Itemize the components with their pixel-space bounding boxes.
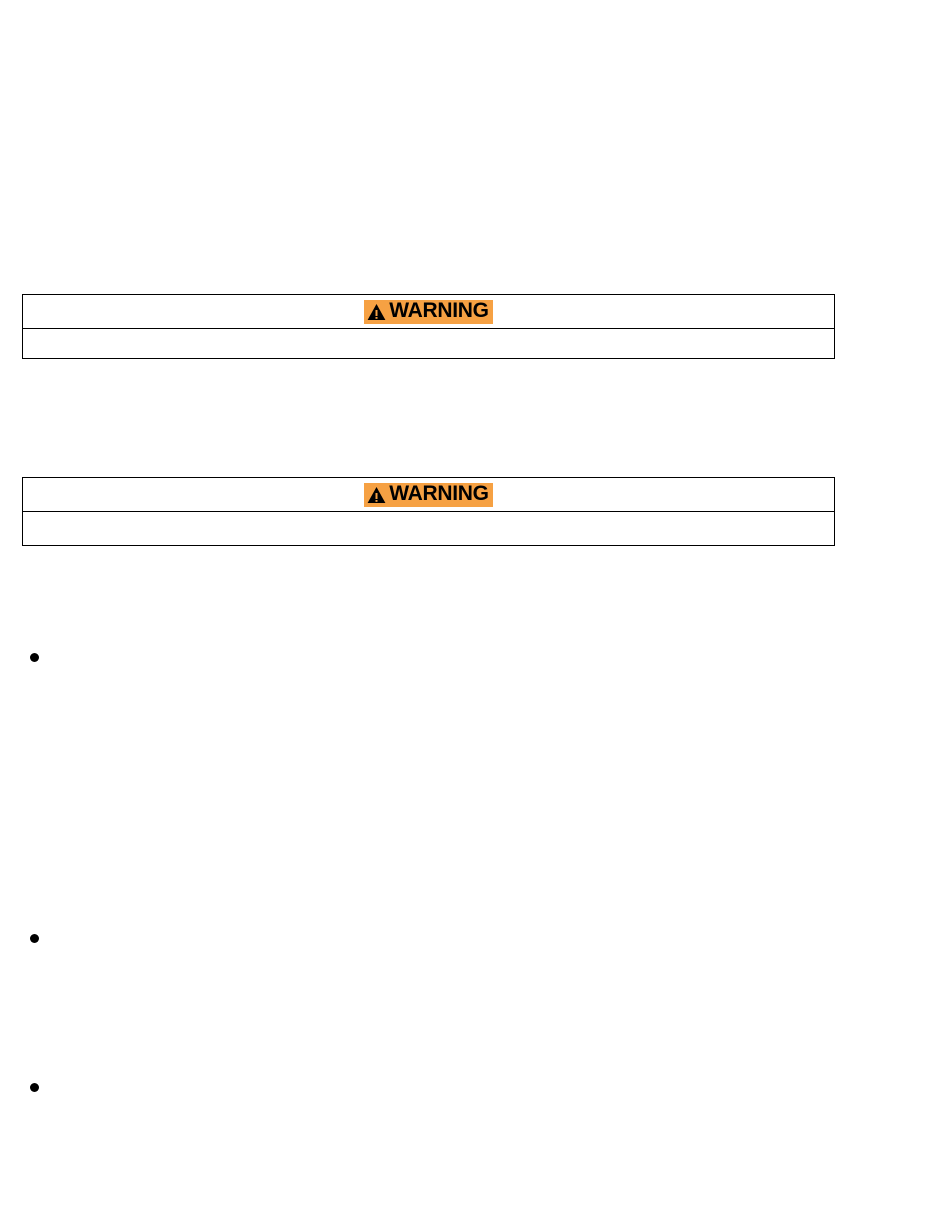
- warning-body-row: [22, 511, 835, 546]
- list-item: [30, 650, 830, 662]
- bullet-icon: [30, 934, 39, 943]
- warning-triangle-icon: [367, 486, 386, 504]
- bullet-icon: [30, 1083, 39, 1092]
- warning-badge: WARNING: [364, 299, 493, 324]
- warning-triangle-icon: [367, 303, 386, 321]
- warning-box-2: WARNING: [22, 477, 835, 546]
- warning-badge-label: WARNING: [389, 299, 489, 322]
- bullet-icon: [30, 653, 39, 662]
- warning-header-cell: WARNING: [22, 477, 835, 512]
- warning-body-row: [22, 328, 835, 359]
- warning-body-cell: [22, 511, 835, 546]
- warning-body-cell: [22, 328, 835, 359]
- warning-box-1: WARNING: [22, 294, 835, 359]
- list-item: [30, 931, 830, 943]
- warning-badge: WARNING: [364, 482, 493, 507]
- warning-header-row: WARNING: [22, 477, 835, 512]
- warning-header-row: WARNING: [22, 294, 835, 329]
- warning-badge-label: WARNING: [389, 482, 489, 505]
- list-item: [30, 1080, 830, 1092]
- warning-header-cell: WARNING: [22, 294, 835, 329]
